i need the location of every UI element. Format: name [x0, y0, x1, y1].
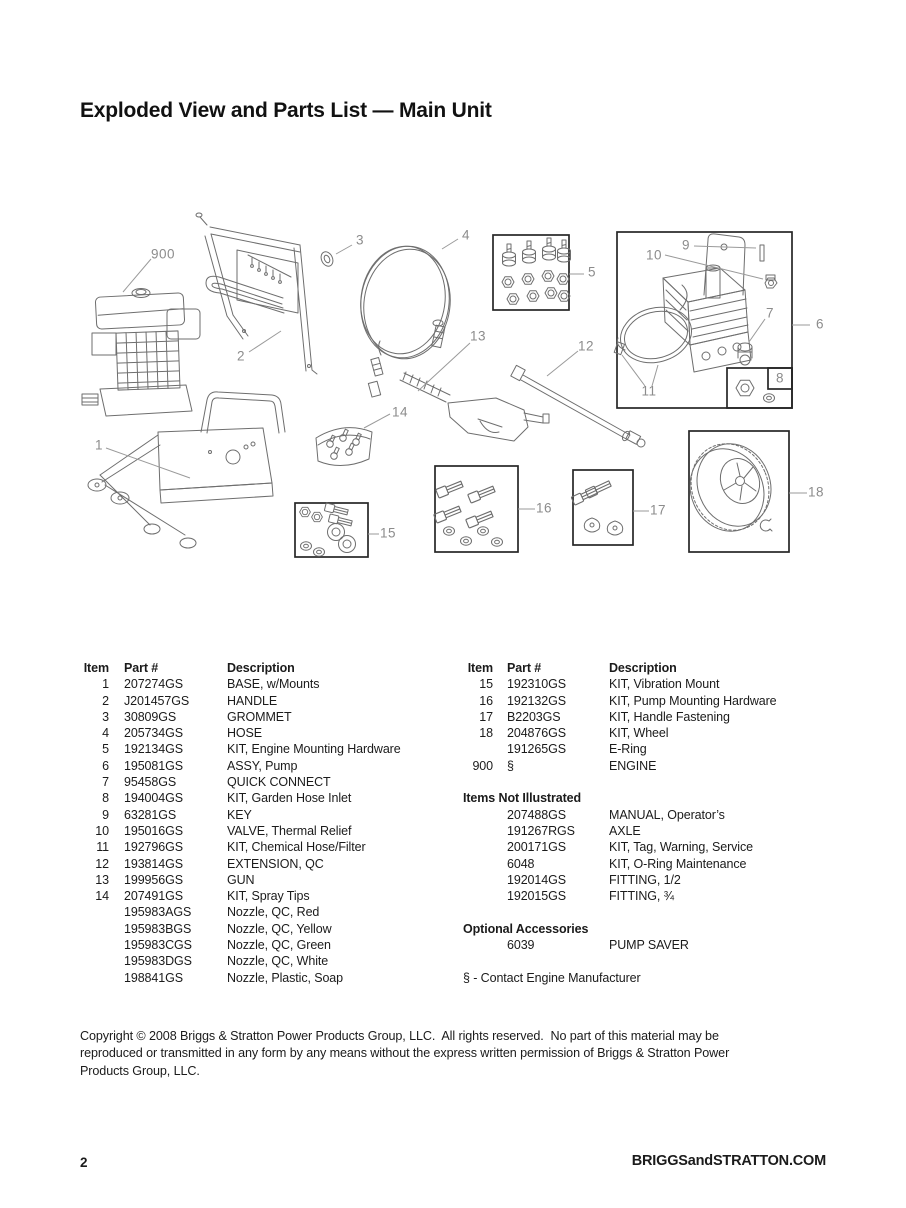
table-row: 7 95458GS QUICK CONNECT: [102, 775, 331, 790]
table-row: 10 195016GS VALVE, Thermal Relief: [95, 823, 352, 838]
vibration-mount-kit-illustration: [294, 502, 369, 558]
parts-table-left-body: 1 207274GS BASE, w/Mounts 2 J201457GS HA…: [83, 676, 453, 986]
copyright-line-3: Products Group, LLC.: [80, 1063, 200, 1078]
table-row: 2 J201457GS HANDLE: [102, 693, 278, 708]
callout-11: 11: [641, 384, 656, 399]
optional-accessories-heading: Optional Accessories: [463, 921, 589, 936]
table-row: 18 204876GS KIT, Wheel: [479, 726, 669, 741]
table-row: 9 63281GS KEY: [102, 807, 252, 822]
col-header-description: Description: [609, 661, 677, 675]
table-row: 14 207491GS KIT, Spray Tips: [95, 889, 310, 904]
callout-17: 17: [650, 503, 666, 518]
table-row: 6048 KIT, O-Ring Maintenance: [507, 856, 747, 871]
table-row: 195983BGS Nozzle, QC, Yellow: [124, 921, 332, 936]
callout-1: 1: [95, 438, 103, 453]
handle-fastening-kit-illustration: [570, 469, 634, 546]
col-header-item: Item: [467, 661, 493, 675]
handle-illustration: [195, 212, 318, 375]
table-row: 195983AGS Nozzle, QC, Red: [124, 905, 320, 920]
parts-table-right-header: Item Part # Description: [463, 660, 833, 676]
table-row: 12 193814GS EXTENSION, QC: [95, 856, 324, 871]
page-number: 2: [80, 1155, 88, 1170]
col-header-part: Part #: [124, 661, 159, 675]
table-row: 8 194004GS KIT, Garden Hose Inlet: [102, 791, 352, 806]
table-row: 16 192132GS KIT, Pump Mounting Hardware: [479, 693, 777, 708]
parts-table-left-header: Item Part # Description: [83, 660, 453, 676]
table-row: 6 195081GS ASSY, Pump: [102, 758, 298, 773]
table-row: 17 B2203GS KIT, Handle Fastening: [479, 709, 730, 724]
callout-12: 12: [578, 339, 594, 354]
callout-900: 900: [151, 247, 175, 262]
copyright-text: Copyright © 2008 Briggs & Stratton Power…: [80, 1028, 822, 1080]
items-not-illustrated-body: 207488GS MANUAL, Operator’s 191267RGS AX…: [463, 807, 833, 905]
table-row: 5 192134GS KIT, Engine Mounting Hardware: [102, 742, 401, 757]
table-row: 192015GS FITTING, ¾: [507, 889, 674, 904]
gun-illustration: [399, 371, 550, 442]
table-row: 15 192310GS KIT, Vibration Mount: [479, 677, 720, 692]
parts-table-right: Item Part # Description 15 192310GS KIT,…: [463, 660, 833, 986]
col-header-item: Item: [83, 661, 109, 675]
engine-mounting-kit-illustration: [492, 234, 571, 311]
table-row: 200171GS KIT, Tag, Warning, Service: [507, 840, 753, 855]
callout-14: 14: [392, 405, 408, 420]
col-header-part: Part #: [507, 661, 542, 675]
table-row: 11 192796GS KIT, Chemical Hose/Filter: [96, 840, 366, 855]
copyright-line-1: Copyright © 2008 Briggs & Stratton Power…: [80, 1029, 719, 1043]
callout-5: 5: [588, 265, 596, 280]
table-row: 3 30809GS GROMMET: [102, 709, 292, 724]
engine-illustration: [81, 288, 201, 417]
table-row: 195983DGS Nozzle, QC, White: [124, 954, 329, 969]
callout-8: 8: [776, 371, 784, 386]
exploded-view-diagram: 900 2 3: [81, 212, 824, 558]
table-row: 1 207274GS BASE, w/Mounts: [102, 677, 320, 692]
table-row: 13 199956GS GUN: [95, 872, 255, 887]
wheel-kit-illustration: [688, 430, 790, 553]
page-title: Exploded View and Parts List — Main Unit: [80, 99, 492, 122]
pump-assembly-illustration: 9 10 7 11 8: [613, 231, 793, 409]
callout-13: 13: [470, 329, 486, 344]
table-row: 198841GS Nozzle, Plastic, Soap: [124, 970, 344, 985]
spray-tips-illustration: [315, 427, 373, 466]
table-row: 900 § ENGINE: [472, 758, 657, 773]
callout-9: 9: [682, 238, 690, 253]
table-row: 191267RGS AXLE: [507, 823, 641, 838]
table-row: 207488GS MANUAL, Operator’s: [507, 807, 725, 822]
callout-2: 2: [237, 349, 245, 364]
copyright-line-2: reproduced or transmitted in any form by…: [80, 1046, 730, 1061]
base-illustration: [87, 391, 286, 549]
pump-mounting-kit-illustration: [433, 465, 519, 553]
callout-18: 18: [808, 485, 824, 500]
table-row: 191265GS E-Ring: [507, 742, 647, 757]
callout-16: 16: [536, 501, 552, 516]
items-not-illustrated-heading: Items Not Illustrated: [463, 791, 582, 806]
table-row: 4 205734GS HOSE: [102, 726, 263, 741]
callout-7: 7: [766, 306, 774, 321]
callout-6: 6: [816, 317, 824, 332]
table-row: 6039 PUMP SAVER: [507, 938, 689, 953]
engine-manufacturer-footnote: § - Contact Engine Manufacturer: [463, 970, 641, 985]
table-row: 192014GS FITTING, 1/2: [507, 872, 681, 887]
optional-accessories-body: 6039 PUMP SAVER: [463, 937, 833, 953]
table-row: 195983CGS Nozzle, QC, Green: [124, 938, 331, 953]
hose-illustration: [360, 245, 451, 398]
grommet-illustration: [320, 251, 334, 267]
callout-15: 15: [380, 526, 396, 541]
parts-table-left: Item Part # Description 1 207274GS BASE,…: [83, 660, 453, 986]
callout-3: 3: [356, 233, 364, 248]
callout-10: 10: [646, 248, 662, 263]
website-text: BRIGGSandSTRATTON.COM: [631, 1153, 826, 1169]
extension-illustration: [510, 364, 646, 448]
parts-table-right-body: 15 192310GS KIT, Vibration Mount 16 1921…: [463, 676, 833, 774]
callout-4: 4: [462, 228, 470, 243]
col-header-description: Description: [227, 661, 295, 675]
